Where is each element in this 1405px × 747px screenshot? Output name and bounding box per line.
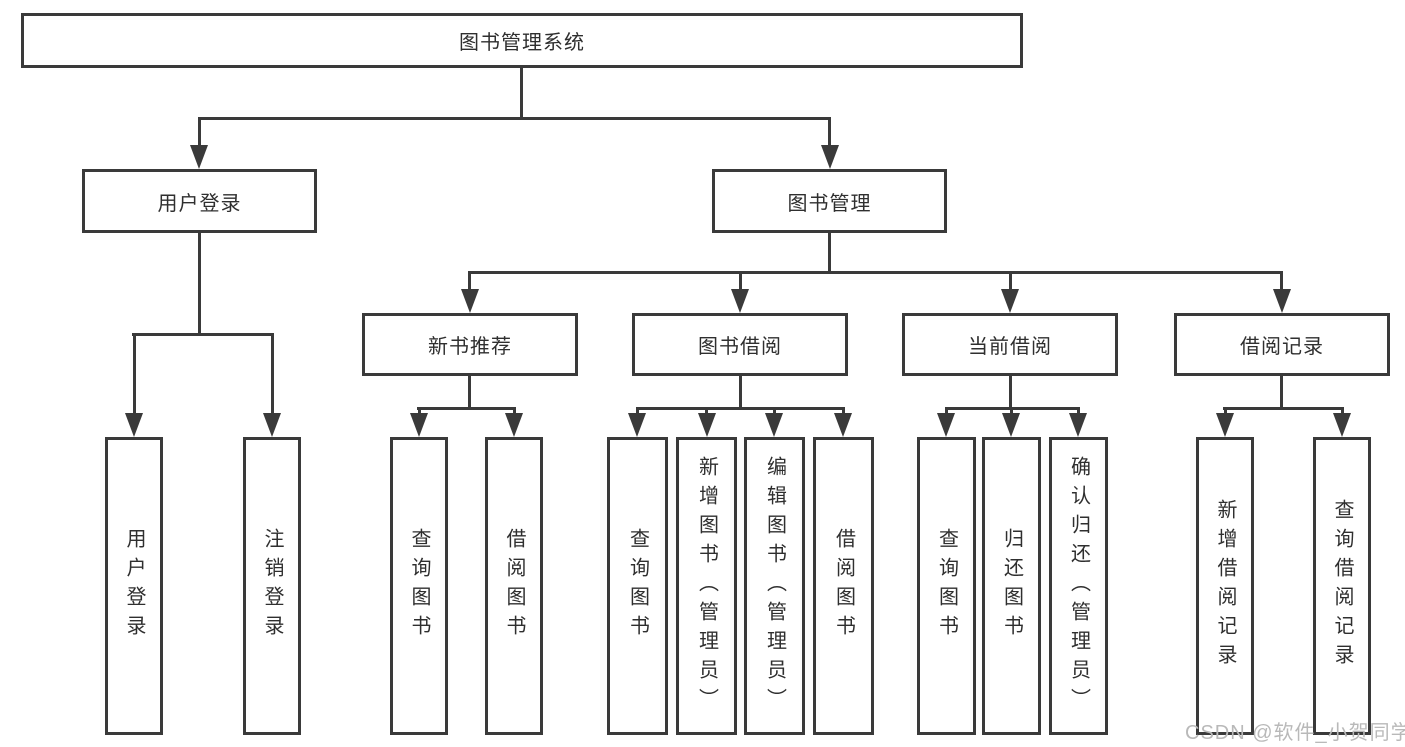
node-book-management: 图书管理 (712, 169, 947, 233)
node-label: 借阅记录 (1240, 336, 1324, 358)
leaf-borrow-books-recommend: 借阅图书 (485, 437, 543, 735)
leaf-label: 注销登录 (261, 528, 283, 644)
connector-vline (1077, 407, 1080, 415)
leaf-query-books-current: 查询图书 (917, 437, 976, 735)
connector-vline (513, 407, 516, 415)
arrow-down-icon (461, 289, 479, 313)
connector-vline (705, 407, 708, 415)
connector-hline (132, 333, 274, 336)
arrow-down-icon (1273, 289, 1291, 313)
connector-vline (1280, 271, 1283, 290)
leaf-label: 新增图书（管理员） (695, 455, 718, 717)
leaf-label: 查询图书 (408, 528, 430, 644)
connector-vline (636, 407, 639, 415)
arrow-down-icon (190, 145, 208, 169)
connector-vline (1280, 376, 1283, 409)
connector-hline (198, 117, 831, 120)
node-user-login: 用户登录 (82, 169, 317, 233)
connector-hline (636, 407, 845, 410)
arrow-down-icon (1001, 289, 1019, 313)
node-label: 图书管理 (787, 192, 872, 215)
node-label: 新书推荐 (428, 336, 512, 358)
node-label: 图书借阅 (698, 336, 782, 358)
leaf-label: 查询图书 (935, 528, 958, 644)
connector-vline (945, 407, 948, 415)
leaf-query-books-borrowing: 查询图书 (607, 437, 668, 735)
node-current-borrowing: 当前借阅 (902, 313, 1118, 376)
connector-vline (468, 376, 471, 409)
leaf-user-login: 用户登录 (105, 437, 163, 735)
connector-vline (271, 333, 274, 414)
connector-vline (133, 333, 136, 414)
connector-hline (1223, 407, 1344, 410)
leaf-query-books-recommend: 查询图书 (390, 437, 448, 735)
connector-vline (739, 376, 742, 409)
connector-vline (842, 407, 845, 415)
leaf-label: 确认归还（管理员） (1067, 455, 1090, 717)
leaf-add-borrow-record: 新增借阅记录 (1196, 437, 1254, 735)
csdn-watermark: CSDN @软件_小贺同学 (1185, 722, 1405, 744)
arrow-down-icon (765, 413, 783, 437)
arrow-down-icon (410, 413, 428, 437)
connector-vline (1341, 407, 1344, 415)
arrow-down-icon (628, 413, 646, 437)
node-new-book-recommendation: 新书推荐 (362, 313, 578, 376)
leaf-logout-login: 注销登录 (243, 437, 301, 735)
connector-vline (520, 68, 523, 118)
leaf-label: 查询图书 (626, 528, 649, 644)
connector-vline (773, 407, 776, 415)
arrow-down-icon (125, 413, 143, 437)
arrow-down-icon (505, 413, 523, 437)
node-library-management-system: 图书管理系统 (21, 13, 1023, 68)
leaf-query-borrow-record: 查询借阅记录 (1313, 437, 1371, 735)
connector-vline (739, 271, 742, 290)
arrow-down-icon (1002, 413, 1020, 437)
node-label: 图书管理系统 (459, 32, 585, 54)
connector-vline (1009, 271, 1012, 290)
connector-hline (417, 407, 516, 410)
leaf-label: 归还图书 (1000, 528, 1023, 644)
node-book-borrowing: 图书借阅 (632, 313, 848, 376)
connector-vline (1010, 407, 1013, 415)
leaf-borrow-books-borrowing: 借阅图书 (813, 437, 874, 735)
leaf-label: 编辑图书（管理员） (763, 455, 786, 717)
arrow-down-icon (821, 145, 839, 169)
leaf-label: 借阅图书 (832, 528, 855, 644)
leaf-return-books: 归还图书 (982, 437, 1041, 735)
connector-vline (1224, 407, 1227, 415)
connector-vline (198, 233, 201, 336)
leaf-add-books-admin: 新增图书（管理员） (676, 437, 737, 735)
leaf-label: 借阅图书 (503, 528, 525, 644)
connector-hline (468, 271, 1283, 274)
leaf-label: 查询借阅记录 (1331, 499, 1353, 673)
leaf-label: 新增借阅记录 (1214, 499, 1236, 673)
arrow-down-icon (937, 413, 955, 437)
connector-vline (1009, 376, 1012, 409)
arrow-down-icon (698, 413, 716, 437)
connector-vline (198, 117, 201, 146)
node-borrowing-records: 借阅记录 (1174, 313, 1390, 376)
node-label: 当前借阅 (968, 336, 1052, 358)
arrow-down-icon (1069, 413, 1087, 437)
arrow-down-icon (1333, 413, 1351, 437)
leaf-confirm-return-admin: 确认归还（管理员） (1049, 437, 1108, 735)
connector-vline (468, 271, 471, 290)
leaf-label: 用户登录 (123, 528, 145, 644)
arrow-down-icon (263, 413, 281, 437)
connector-vline (828, 233, 831, 273)
node-label: 用户登录 (157, 192, 242, 215)
connector-vline (418, 407, 421, 415)
connector-vline (828, 117, 831, 146)
arrow-down-icon (731, 289, 749, 313)
leaf-edit-books-admin: 编辑图书（管理员） (744, 437, 805, 735)
arrow-down-icon (834, 413, 852, 437)
arrow-down-icon (1216, 413, 1234, 437)
